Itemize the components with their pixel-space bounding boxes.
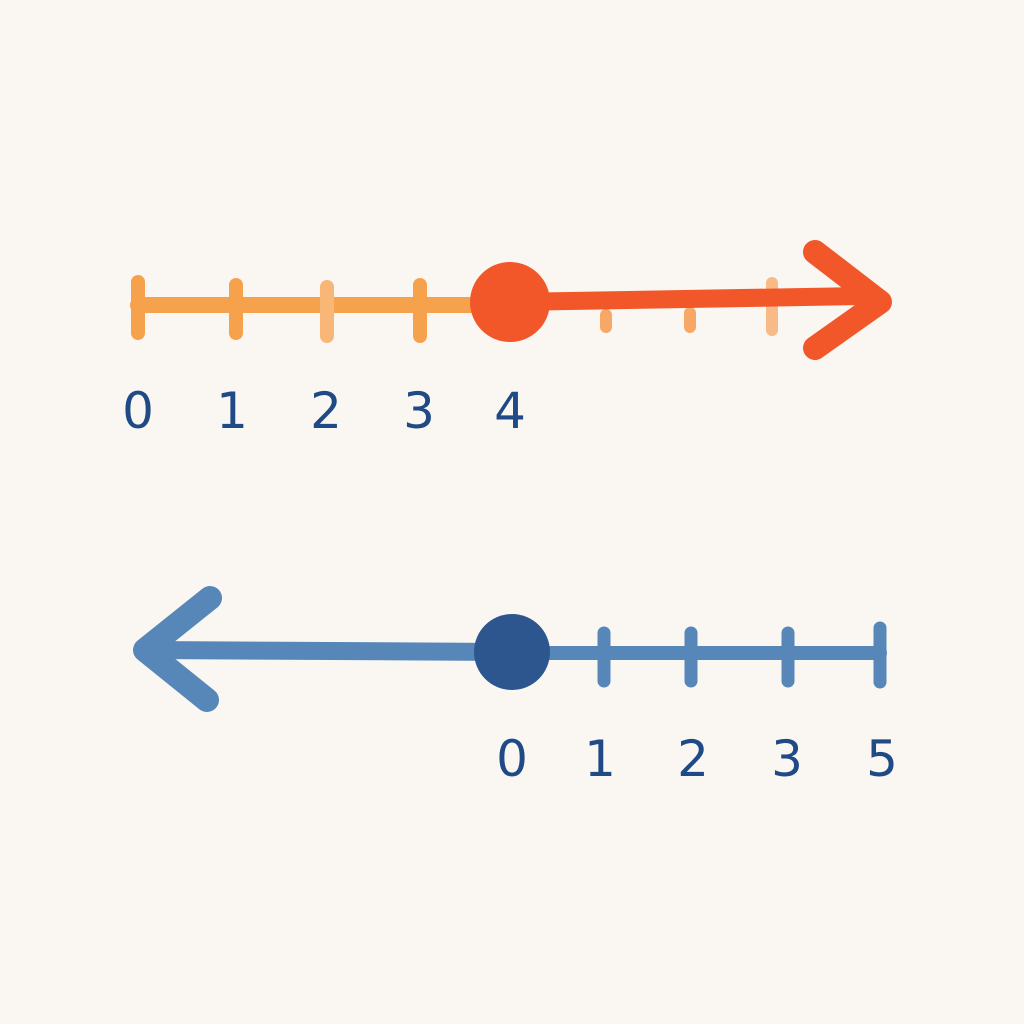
bottom-label-0: 0 <box>496 730 528 788</box>
top-number-line: 0 1 2 3 4 <box>122 240 892 440</box>
top-label-0: 0 <box>122 382 154 440</box>
bottom-label-2: 2 <box>677 730 709 788</box>
bottom-label-5: 5 <box>866 730 898 788</box>
bottom-arrowhead <box>133 586 222 712</box>
bottom-label-1: 1 <box>584 730 616 788</box>
top-label-2: 2 <box>310 382 342 440</box>
top-point <box>470 262 550 342</box>
bottom-ray <box>139 641 521 661</box>
top-label-4: 4 <box>494 382 526 440</box>
top-label-1: 1 <box>216 382 248 440</box>
bottom-point <box>474 614 550 690</box>
bottom-label-3: 3 <box>771 730 803 788</box>
top-label-3: 3 <box>403 382 435 440</box>
top-arrowhead <box>803 240 892 360</box>
top-ray <box>501 287 871 311</box>
bottom-number-line: 0 1 2 3 5 <box>133 586 898 788</box>
